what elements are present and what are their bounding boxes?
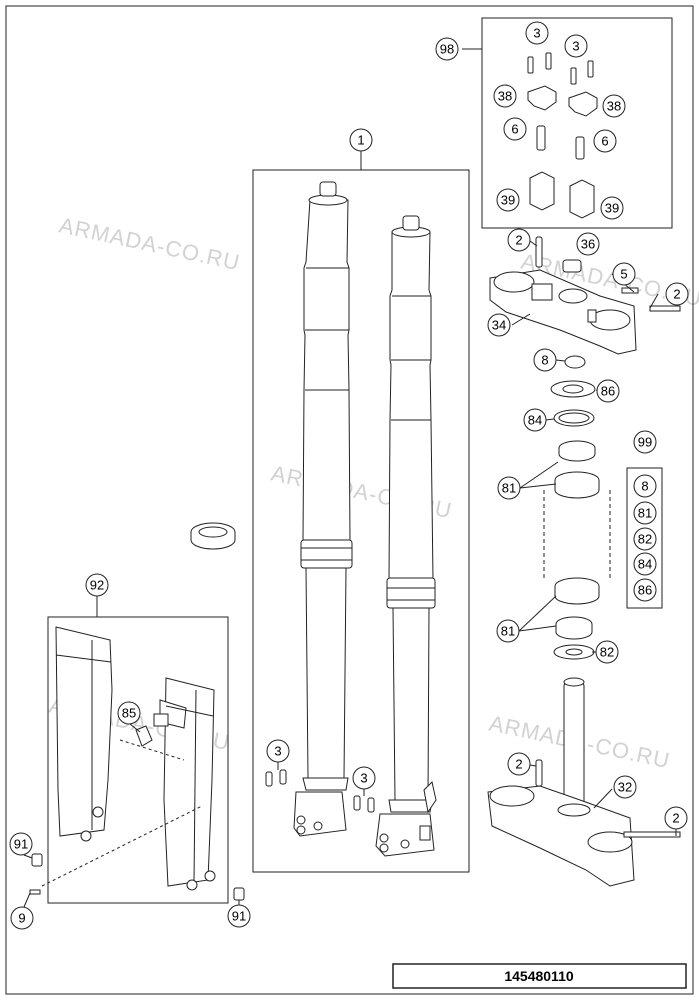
- callout-6-a-label: 6: [511, 122, 518, 137]
- bottom-clamp-bolts: [265, 769, 375, 813]
- callout-99-label: 99: [638, 435, 652, 450]
- callout-98[interactable]: 98: [435, 37, 459, 61]
- callout-81-a[interactable]: 81: [497, 476, 521, 500]
- callout-2-d[interactable]: 2: [664, 806, 688, 830]
- kit-99-item-81-label: 81: [638, 506, 652, 521]
- callout-36-label: 36: [581, 237, 595, 252]
- callout-39-b-label: 39: [605, 201, 619, 216]
- kit-98-box: [481, 17, 673, 229]
- callout-86[interactable]: 86: [596, 379, 620, 403]
- callout-2-a[interactable]: 2: [507, 228, 531, 252]
- callout-8[interactable]: 8: [533, 348, 557, 372]
- callout-6-b[interactable]: 6: [593, 129, 617, 153]
- callout-39-b[interactable]: 39: [600, 196, 624, 220]
- callout-6-b-label: 6: [601, 134, 608, 149]
- callout-34[interactable]: 34: [487, 313, 511, 337]
- part-number-box: 145480110: [392, 963, 687, 989]
- callout-98-label: 98: [440, 42, 454, 57]
- kit-98-parts: [527, 52, 598, 219]
- callout-3-d-label: 3: [360, 771, 367, 786]
- kit-99-item-81[interactable]: 81: [633, 501, 657, 525]
- kit-99-item-84-label: 84: [638, 557, 652, 572]
- lower-triple-clamp: [487, 677, 681, 887]
- callout-85[interactable]: 85: [117, 701, 141, 725]
- upper-triple-clamp: [489, 236, 681, 355]
- callout-92[interactable]: 92: [85, 573, 109, 597]
- callout-3-b[interactable]: 3: [564, 34, 588, 58]
- fork-assembly-box: [252, 169, 470, 873]
- callout-2-c[interactable]: 2: [507, 752, 531, 776]
- callout-39-a-label: 39: [501, 193, 515, 208]
- callout-2-d-label: 2: [672, 811, 679, 826]
- kit-99-item-8-label: 8: [641, 479, 648, 494]
- callout-8-label: 8: [541, 353, 548, 368]
- callout-3-a[interactable]: 3: [525, 21, 549, 45]
- kit-99-item-86[interactable]: 86: [633, 578, 657, 602]
- callout-2-b-label: 2: [673, 287, 680, 302]
- callout-1-label: 1: [357, 133, 364, 148]
- callout-1[interactable]: 1: [349, 128, 373, 152]
- callout-81-b-label: 81: [501, 624, 515, 639]
- callout-5[interactable]: 5: [612, 262, 636, 286]
- callout-82-label: 82: [600, 645, 614, 660]
- kit-99-item-82[interactable]: 82: [633, 527, 657, 551]
- callout-99[interactable]: 99: [633, 430, 657, 454]
- callout-3-c[interactable]: 3: [266, 739, 290, 763]
- callout-9[interactable]: 9: [10, 906, 34, 930]
- right-fork-leg: [375, 215, 437, 857]
- callout-91-a-label: 91: [14, 837, 28, 852]
- callout-92-label: 92: [90, 578, 104, 593]
- callout-32-label: 32: [618, 780, 632, 795]
- callout-6-a[interactable]: 6: [503, 117, 527, 141]
- callout-2-c-label: 2: [515, 757, 522, 772]
- kit-99-item-82-label: 82: [638, 532, 652, 547]
- callout-3-a-label: 3: [533, 26, 540, 41]
- callout-38-a[interactable]: 38: [493, 84, 517, 108]
- callout-81-b[interactable]: 81: [496, 619, 520, 643]
- callout-91-b[interactable]: 91: [227, 904, 251, 928]
- kit-99-item-8[interactable]: 8: [633, 474, 657, 498]
- callout-34-label: 34: [492, 318, 506, 333]
- callout-36[interactable]: 36: [576, 232, 600, 256]
- callout-2-a-label: 2: [515, 233, 522, 248]
- callout-5-label: 5: [620, 267, 627, 282]
- callout-82[interactable]: 82: [595, 640, 619, 664]
- callout-38-a-label: 38: [498, 89, 512, 104]
- bearing-kit-box: [626, 467, 663, 609]
- callout-38-b[interactable]: 38: [602, 94, 626, 118]
- steering-stack: [543, 355, 611, 660]
- fork-guard-kit-box: [47, 616, 229, 904]
- part-number: 145480110: [504, 968, 574, 984]
- callout-9-label: 9: [18, 911, 25, 926]
- kit-99-item-84[interactable]: 84: [633, 552, 657, 576]
- left-fork-leg: [293, 181, 353, 837]
- fork-guards: [29, 626, 245, 901]
- callout-3-d[interactable]: 3: [352, 766, 376, 790]
- callout-85-label: 85: [122, 706, 136, 721]
- watermark-1: ARMADA-CO.RU: [57, 212, 243, 275]
- callout-81-a-label: 81: [502, 481, 516, 496]
- kit-99-item-86-label: 86: [638, 583, 652, 598]
- callout-86-label: 86: [601, 384, 615, 399]
- callout-39-a[interactable]: 39: [496, 188, 520, 212]
- callout-32[interactable]: 32: [613, 775, 637, 799]
- callout-84-label: 84: [528, 413, 542, 428]
- callout-91-b-label: 91: [232, 909, 246, 924]
- callout-38-b-label: 38: [607, 99, 621, 114]
- callout-2-b[interactable]: 2: [665, 282, 689, 306]
- loose-nut-ring: [190, 522, 236, 550]
- callout-3-c-label: 3: [274, 744, 281, 759]
- callout-3-b-label: 3: [572, 39, 579, 54]
- page-frame: [5, 5, 694, 995]
- callout-84[interactable]: 84: [523, 408, 547, 432]
- callout-91-a[interactable]: 91: [9, 832, 33, 856]
